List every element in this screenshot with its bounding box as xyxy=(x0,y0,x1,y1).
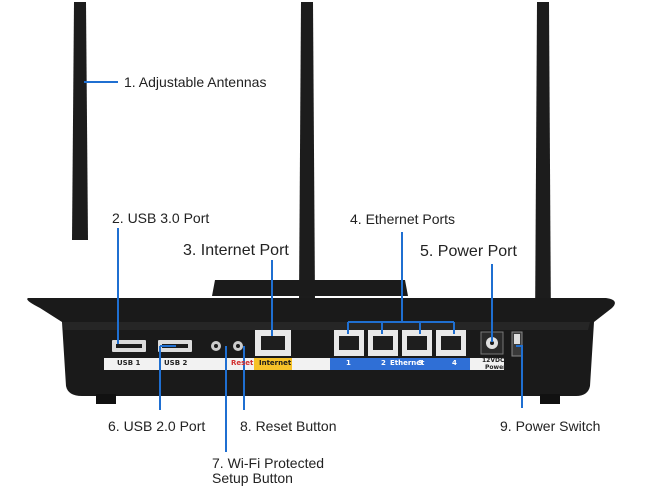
callout-ethernet: 4. Ethernet Ports xyxy=(350,211,456,227)
panel-label-power-12v: 12VDC xyxy=(482,357,505,364)
router-foot-right xyxy=(540,394,560,404)
panel-label-eth4: 4 xyxy=(452,359,457,367)
callout-usb3: 2. USB 3.0 Port xyxy=(112,210,210,226)
router-foot-left xyxy=(96,394,116,404)
panel-label-usb2: USB 2 xyxy=(164,359,188,367)
callout-power-port: 5. Power Port xyxy=(420,243,517,260)
callout-reset: 8. Reset Button xyxy=(240,418,337,434)
panel-label-reset: Reset xyxy=(231,359,254,367)
callout-line-usb2 xyxy=(159,345,176,410)
panel-label-power-word: Power xyxy=(485,364,507,371)
callout-wps-line1: 7. Wi-Fi Protected xyxy=(212,455,325,471)
callout-power-switch: 9. Power Switch xyxy=(500,418,601,434)
ethernet-label-strip xyxy=(330,358,470,370)
callout-internet: 3. Internet Port xyxy=(183,242,289,259)
antenna-left xyxy=(72,2,88,240)
panel-label-internet: Internet xyxy=(259,359,292,367)
callout-wps-line2: Setup Button xyxy=(212,470,293,486)
callout-antennas: 1. Adjustable Antennas xyxy=(124,74,267,90)
internet-label-tag xyxy=(254,358,292,370)
panel-label-eth3: 3 xyxy=(418,359,423,367)
callout-lines xyxy=(84,81,523,452)
router-top-ridge xyxy=(212,280,408,296)
antenna-center xyxy=(299,2,315,300)
panel-label-usb1: USB 1 xyxy=(117,359,141,367)
ethernet-port-group xyxy=(334,330,466,356)
panel-label-eth1: 1 xyxy=(346,359,351,367)
callout-usb2: 6. USB 2.0 Port xyxy=(108,418,206,434)
antenna-right xyxy=(535,2,551,330)
callout-line-ethernet xyxy=(347,232,455,334)
panel-label-ethernet: Ethernet xyxy=(390,359,425,367)
router-body-shading xyxy=(62,322,590,330)
callout-line-power-switch xyxy=(516,345,523,408)
panel-label-eth2: 2 xyxy=(381,359,386,367)
